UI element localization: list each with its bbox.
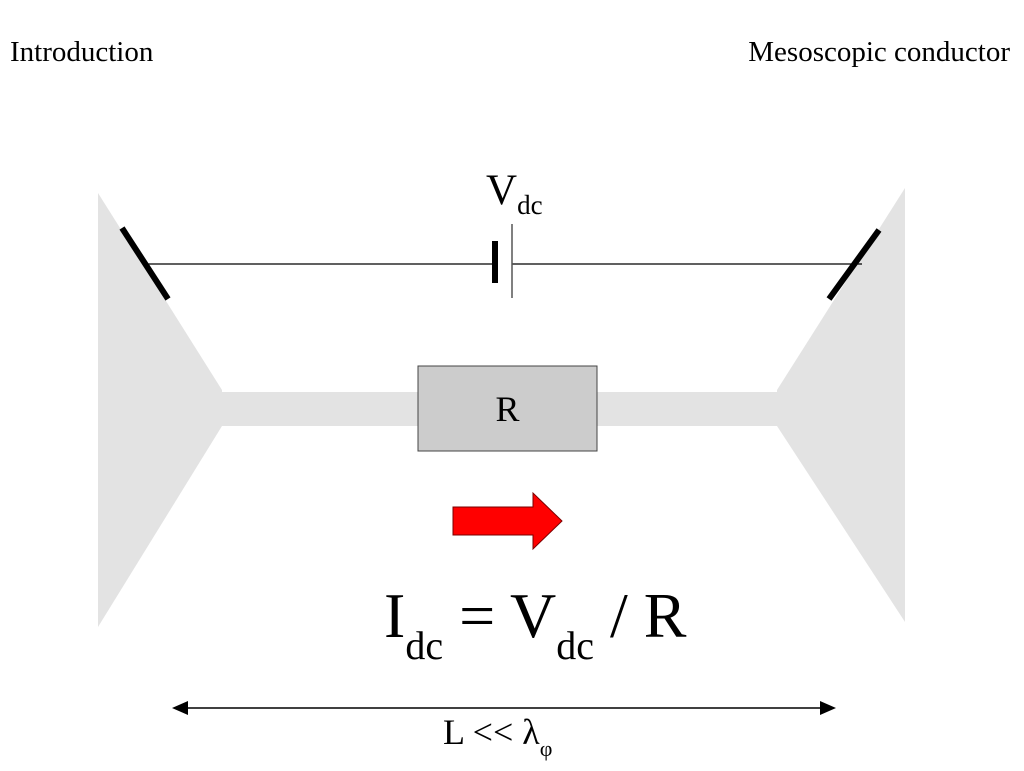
left-reservoir [98, 193, 222, 627]
source-voltage-subscript: dc [517, 190, 543, 220]
source-voltage-label: Vdc [486, 166, 543, 230]
length-arrowhead-left [172, 701, 188, 715]
length-label: L << λφ [443, 710, 552, 771]
equation-voltage-subscript: dc [556, 623, 594, 668]
length-arrowhead-right [820, 701, 836, 715]
right-reservoir [777, 188, 905, 622]
equation-current-subscript: dc [405, 623, 444, 668]
right-contact [826, 228, 882, 301]
equation-current: I [384, 580, 406, 651]
equation-divide-r: / R [594, 580, 687, 651]
equation-voltage: V [510, 580, 557, 651]
resistor-box [417, 365, 598, 452]
length-label-text: L << λ [443, 712, 540, 752]
header-left-title: Introduction [10, 36, 154, 68]
equation-equals: = [443, 580, 511, 651]
ohms-law-equation: Idc = Vdc / R [384, 576, 686, 686]
resistor-label: R [495, 388, 520, 429]
length-label-subscript: φ [539, 736, 553, 761]
source-voltage-symbol: V [486, 167, 518, 214]
header-right-title: Mesoscopic conductor [748, 36, 1010, 68]
current-arrow [452, 491, 563, 551]
left-contact [119, 226, 171, 301]
